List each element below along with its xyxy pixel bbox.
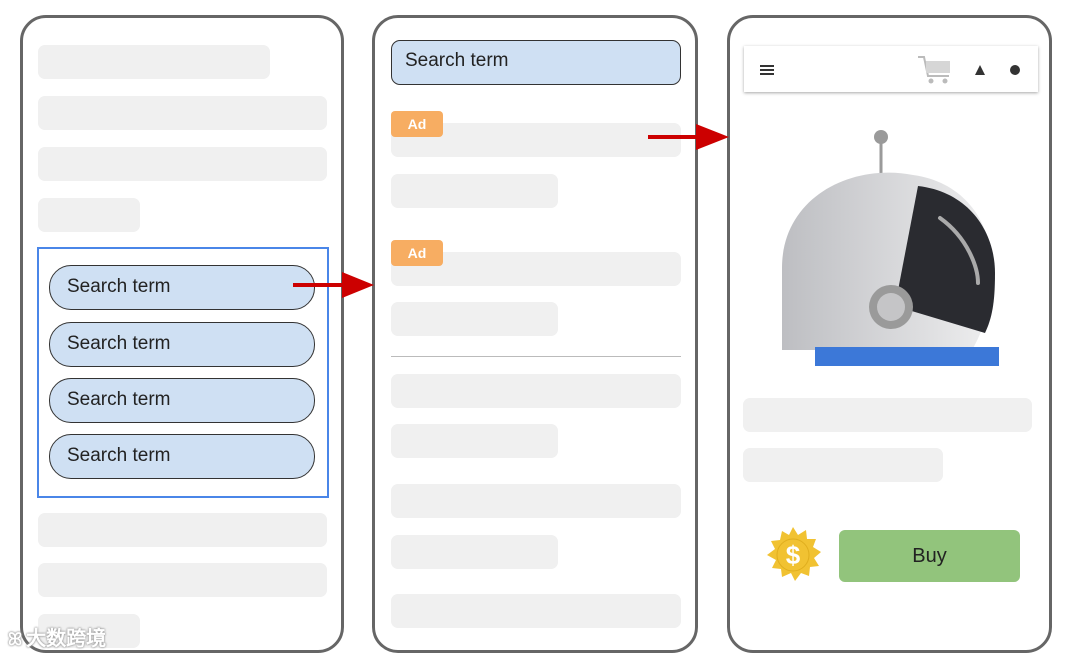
placeholder-line (391, 174, 558, 208)
placeholder-line (38, 45, 270, 79)
placeholder-line (391, 594, 681, 628)
phone-product-page: $ Buy (727, 15, 1052, 653)
phone-search-terms: Search term Search term Search term Sear… (20, 15, 344, 653)
search-term-chip[interactable]: Search term (49, 265, 315, 310)
placeholder-line (743, 448, 943, 482)
search-terms-selection (37, 247, 329, 498)
ad-badge: Ad (391, 111, 443, 137)
circle-icon[interactable] (1010, 65, 1020, 75)
search-term-chip[interactable]: Search term (49, 378, 315, 423)
placeholder-line (391, 374, 681, 408)
buy-button[interactable]: Buy (839, 530, 1020, 582)
coin-symbol: $ (785, 540, 801, 570)
triangle-icon[interactable] (975, 65, 985, 75)
placeholder-line (391, 424, 558, 458)
arrow-right-icon (293, 272, 374, 298)
placeholder-line (743, 398, 1032, 432)
top-bar-icons (760, 56, 1020, 84)
placeholder-line (38, 614, 140, 648)
placeholder-line (38, 96, 327, 130)
coin-seal-icon (767, 527, 821, 581)
placeholder-line (38, 147, 327, 181)
ad-badge: Ad (391, 240, 443, 266)
search-term-chip[interactable]: Search term (49, 322, 315, 367)
coin-badge: $ (764, 526, 822, 584)
phone-search-results: Search term Ad Ad (372, 15, 698, 653)
placeholder-line (391, 535, 558, 569)
cart-icon[interactable] (918, 56, 950, 84)
placeholder-line (391, 484, 681, 518)
placeholder-line (38, 513, 327, 547)
placeholder-line (391, 302, 558, 336)
divider (391, 356, 681, 357)
arrow-right-icon (648, 124, 729, 150)
helmet-illustration (782, 130, 999, 366)
menu-icon[interactable] (760, 65, 774, 75)
placeholder-line (38, 198, 140, 232)
top-bar (744, 46, 1038, 92)
search-bar[interactable]: Search term (391, 40, 681, 85)
search-term-chip[interactable]: Search term (49, 434, 315, 479)
logo-icon: ꕤ (8, 630, 23, 649)
placeholder-line (38, 563, 327, 597)
watermark-text: 大数跨境 (26, 628, 107, 650)
